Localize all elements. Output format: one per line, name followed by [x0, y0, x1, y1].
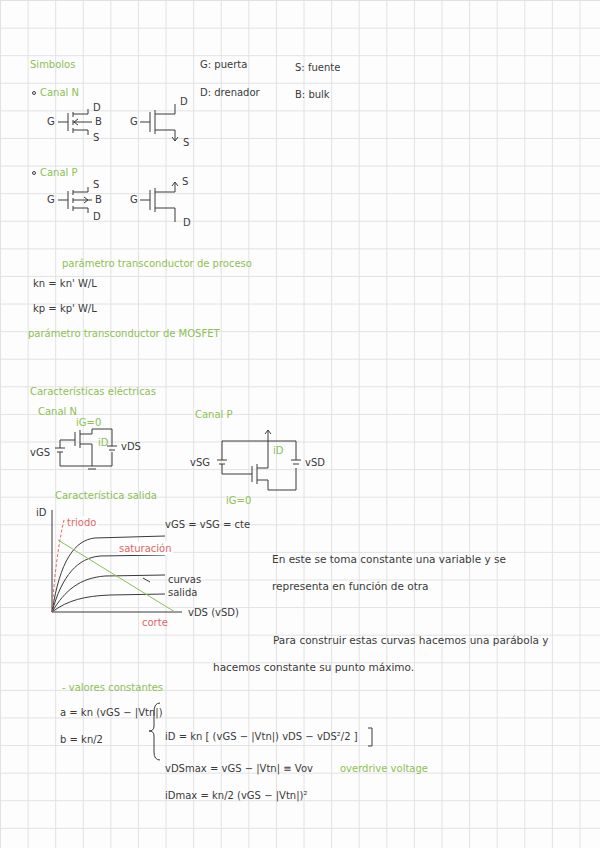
note-text: S	[93, 131, 99, 144]
note-text: curvas salida	[168, 573, 214, 599]
pmos-circuit	[217, 430, 301, 490]
note-text: kn = kn' W/L	[33, 277, 97, 290]
note-text: G	[47, 115, 55, 128]
note-text: D	[183, 216, 191, 229]
note-text: Canal P	[40, 166, 78, 179]
note-text: D	[93, 101, 101, 114]
bracket	[368, 728, 372, 746]
note-text: iG=0	[76, 416, 101, 429]
note-text: vDS (vSD)	[188, 606, 239, 619]
note-text: corte	[142, 616, 168, 629]
note-text: iD	[273, 444, 283, 457]
note-text: B: bulk	[295, 88, 330, 101]
note-text: iG=0	[226, 494, 251, 507]
note-text: Canal N	[40, 86, 79, 99]
note-text: vGS	[30, 446, 50, 459]
note-text: D: drenador	[200, 86, 260, 99]
nmos-symbol	[140, 104, 178, 141]
note-text: saturación	[118, 542, 173, 555]
note-text: G	[130, 193, 138, 206]
nmos-symbol	[58, 109, 92, 135]
note-text: triodo	[66, 516, 97, 529]
pmos-symbol	[140, 182, 178, 222]
note-text: parámetro transconductor de proceso	[62, 257, 252, 270]
note-text: overdrive voltage	[340, 762, 428, 775]
note-text: iDmax = kn/2 (vGS − |Vtn|)²	[165, 789, 307, 802]
note-text: G	[130, 115, 138, 128]
note-text: iD	[36, 506, 46, 519]
note-text: Características eléctricas	[30, 385, 156, 398]
note-text: En este se toma constante una variable y…	[272, 546, 562, 600]
note-text: G	[47, 193, 55, 206]
note-text: a = kn (vGS − |Vtn|)	[60, 706, 163, 719]
note-text: S	[183, 136, 189, 149]
note-text: S	[182, 175, 188, 188]
note-text: b = kn/2	[60, 733, 103, 746]
note-text: vGS = vSG = cte	[165, 518, 250, 531]
note-text: parámetro transconductor de MOSFET	[28, 327, 220, 340]
note-text: Característica salida	[55, 489, 157, 502]
note-text: vDS	[121, 440, 141, 453]
pmos-symbol	[58, 187, 92, 213]
bullet	[33, 92, 36, 95]
note-text: Simbolos	[30, 58, 75, 71]
note-text: Canal P	[195, 408, 233, 421]
note-text: Para construir estas curvas hacemos una …	[213, 627, 558, 681]
output-graph	[52, 510, 182, 612]
note-text: vSG	[190, 456, 210, 469]
note-text: kp = kp' W/L	[33, 302, 97, 315]
note-text: S: fuente	[295, 61, 340, 74]
note-text: B	[95, 115, 102, 128]
load-line	[58, 540, 175, 612]
note-text: D	[93, 210, 101, 223]
nmos-circuit	[55, 429, 117, 469]
note-text: vSD	[305, 456, 325, 469]
note-text: G: puerta	[200, 58, 247, 71]
note-text: B	[95, 193, 102, 206]
note-text: vDSmax = vGS − |Vtn| ≡ Vov	[165, 762, 313, 775]
note-text: iD = kn [ (vGS − |Vtn|) vDS − vDS²/2 ]	[165, 730, 358, 743]
note-text: Canal N	[38, 405, 77, 418]
note-text: D	[180, 95, 188, 108]
note-text: - valores constantes	[62, 681, 163, 694]
note-text: iD	[98, 436, 108, 449]
note-text: S	[93, 178, 99, 191]
triode-boundary	[52, 520, 64, 612]
bullet	[33, 172, 36, 175]
